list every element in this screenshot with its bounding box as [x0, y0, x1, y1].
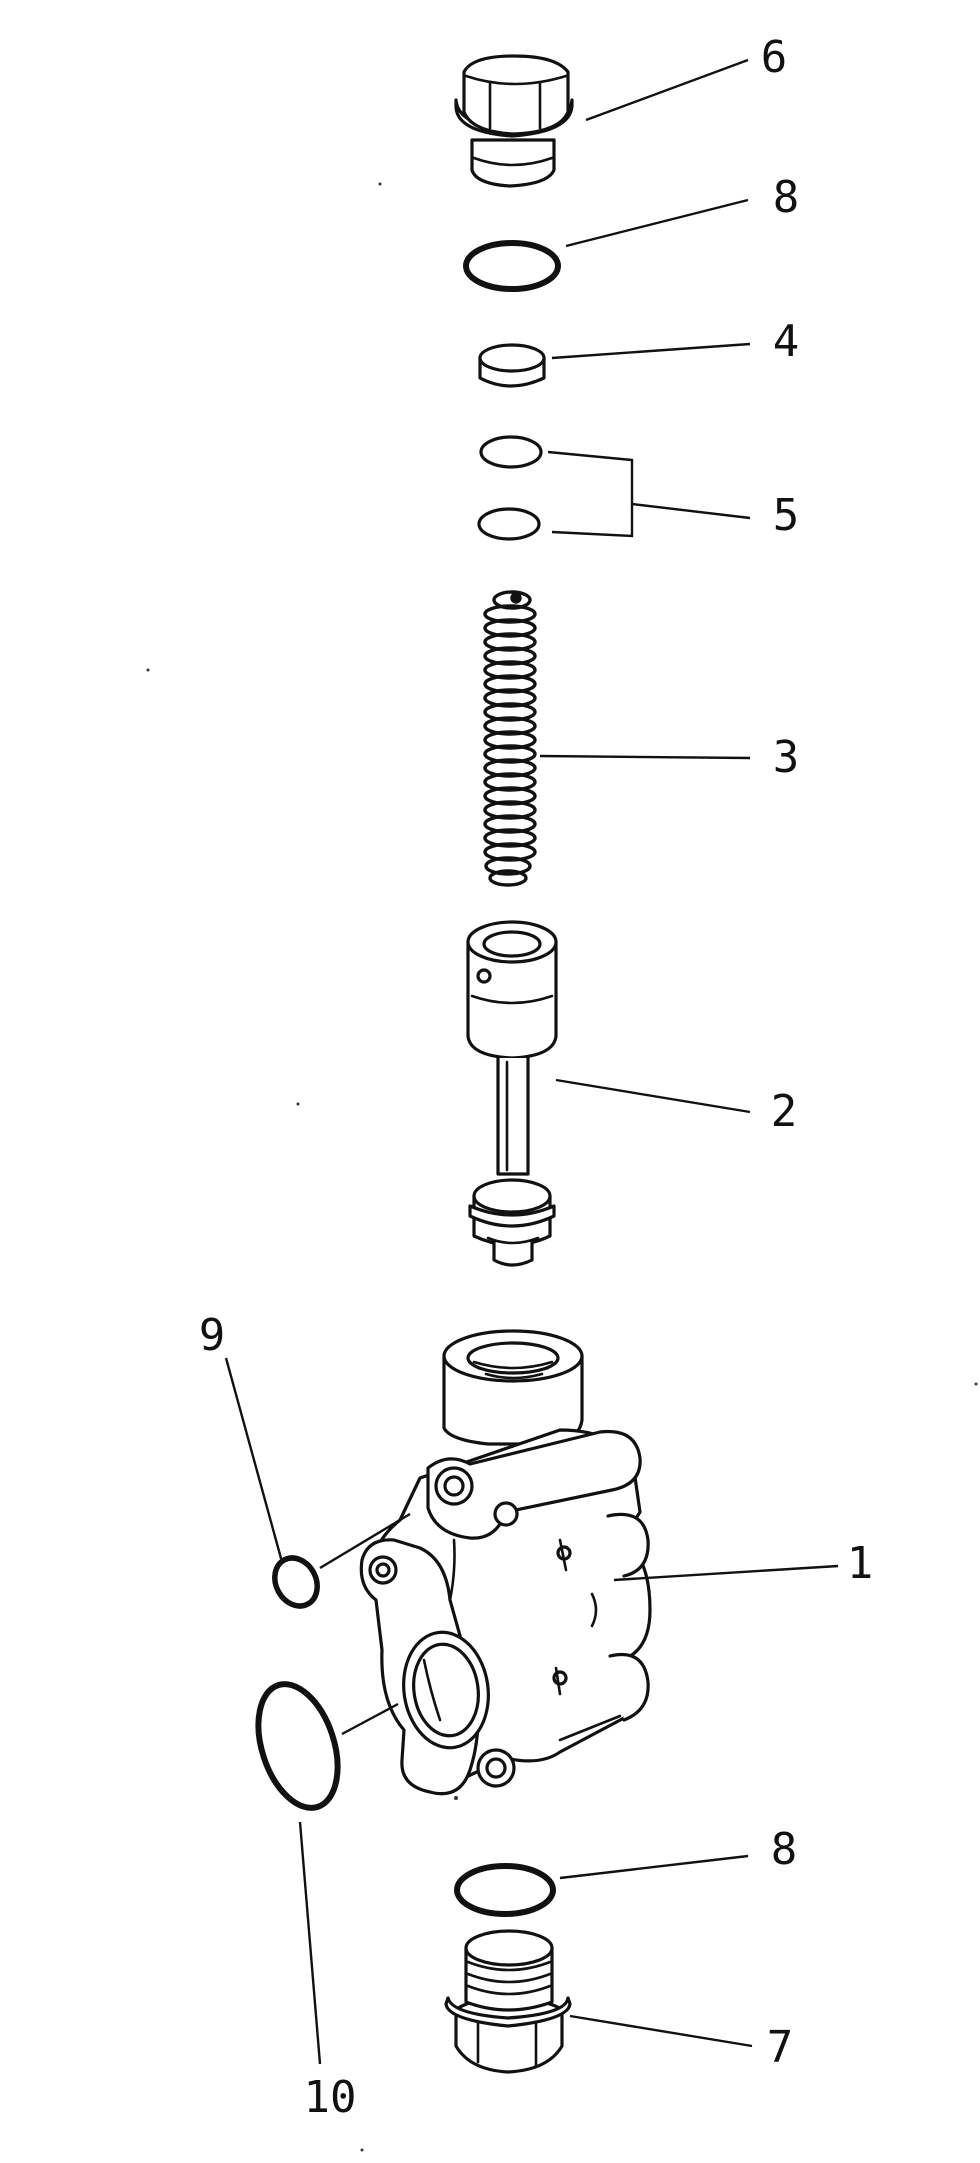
leader-8b — [559, 1854, 749, 1880]
leader-7 — [569, 2014, 753, 2048]
leader-3 — [539, 754, 751, 760]
part-2-valve — [466, 920, 558, 1267]
part-9-small-oring — [272, 1555, 320, 1609]
callout-8-lower: 8 — [771, 1824, 798, 1875]
part-5-shims — [477, 435, 543, 541]
part-3-spring — [483, 590, 537, 887]
part-6-plug — [454, 54, 574, 188]
leader-6 — [585, 58, 749, 122]
leader-4 — [551, 342, 751, 360]
scan-specks — [146, 182, 978, 2152]
callout-9: 9 — [199, 1310, 226, 1361]
part-8-lower-oring — [454, 1863, 556, 1917]
callout-10: 10 — [304, 2072, 357, 2123]
callout-2: 2 — [771, 1086, 798, 1137]
callout-7: 7 — [767, 2022, 794, 2073]
part-8-upper-oring — [463, 240, 561, 292]
callout-1: 1 — [847, 1538, 874, 1589]
leader-9b — [319, 1512, 411, 1570]
callout-6: 6 — [761, 32, 788, 83]
callout-8-upper: 8 — [773, 172, 800, 223]
leader-lines — [224, 58, 839, 2065]
leader-10b — [341, 1702, 399, 1736]
callout-5: 5 — [773, 490, 800, 541]
leader-5-bracket — [547, 450, 634, 538]
leader-1 — [613, 1564, 839, 1582]
part-1-body — [359, 1329, 652, 1796]
callout-4: 4 — [773, 316, 800, 367]
callout-labels: 6 8 4 5 3 2 9 1 8 7 10 — [199, 32, 874, 2123]
leader-10 — [298, 1821, 322, 2065]
leader-5 — [631, 502, 751, 520]
part-7-plug — [444, 1929, 572, 2074]
leader-8a — [565, 198, 749, 248]
leader-2 — [555, 1078, 751, 1114]
part-4-seat — [478, 343, 546, 388]
part-10-large-oring — [255, 1681, 341, 1811]
callout-3: 3 — [773, 732, 800, 783]
leader-9 — [224, 1357, 284, 1563]
